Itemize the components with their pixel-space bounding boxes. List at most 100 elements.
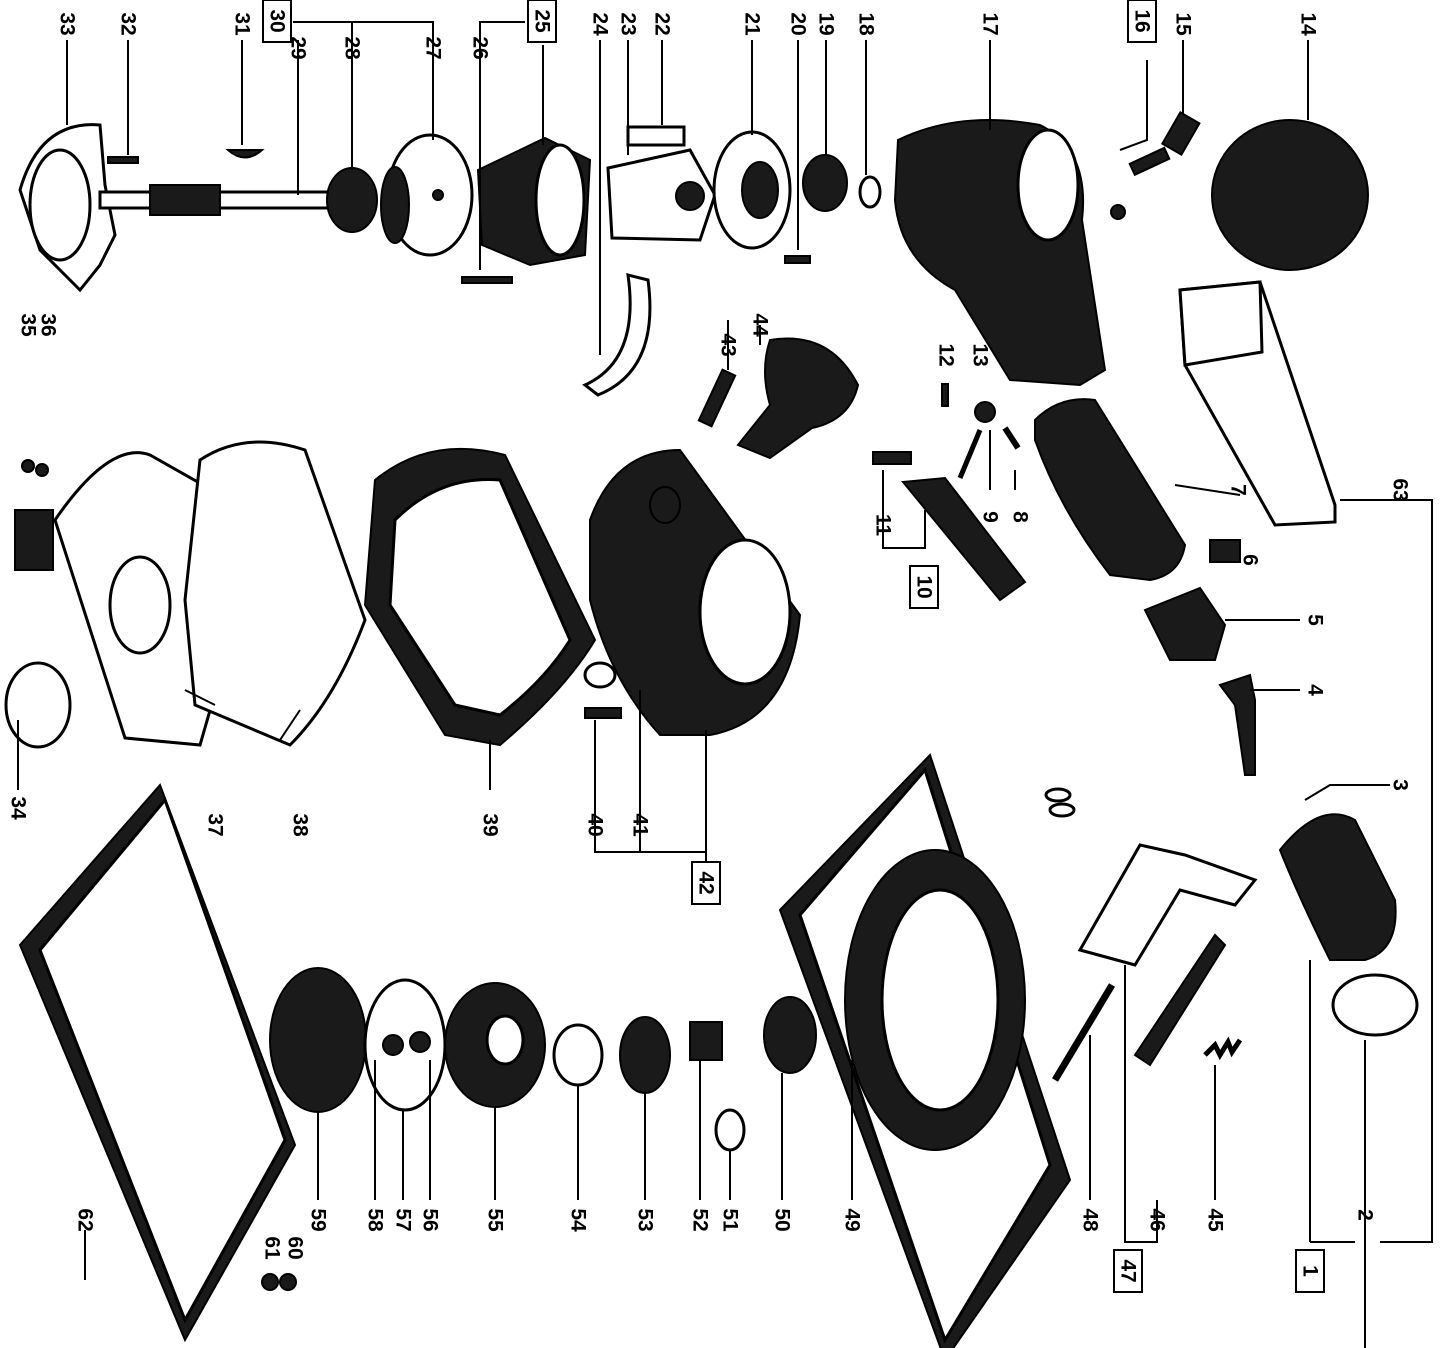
part-8-pin xyxy=(1002,426,1021,450)
part-52-sleeve xyxy=(689,1021,723,1061)
part-label-60: 60 xyxy=(284,1236,307,1259)
part-label-63: 63 xyxy=(1389,478,1412,501)
part-label-57: 57 xyxy=(392,1208,415,1231)
part-44-lever xyxy=(736,337,860,460)
part-33-end-plate xyxy=(18,123,117,293)
part-label-29: 29 xyxy=(287,36,310,59)
part-label-62: 62 xyxy=(74,1208,97,1231)
part-34-clamp xyxy=(4,661,72,749)
part-9-rod xyxy=(957,429,983,479)
part-label-30: 30 xyxy=(266,9,289,32)
part-35-screw xyxy=(21,459,35,473)
part-label-9: 9 xyxy=(979,511,1002,523)
part-5-valve xyxy=(1143,586,1227,661)
part-label-21: 21 xyxy=(741,12,764,36)
part-label-61: 61 xyxy=(261,1236,284,1260)
part-label-37: 37 xyxy=(204,813,227,836)
part-label-5: 5 xyxy=(1304,614,1327,626)
part-label-44: 44 xyxy=(749,313,772,337)
part-label-3: 3 xyxy=(1389,779,1412,791)
part-label-32: 32 xyxy=(117,12,140,35)
part-label-47: 47 xyxy=(1117,1259,1140,1282)
part-label-18: 18 xyxy=(855,12,878,36)
part-62-sanding-pad xyxy=(18,783,297,1343)
part-label-22: 22 xyxy=(651,12,674,35)
part-42-shroud xyxy=(589,448,802,736)
part-48-rod xyxy=(1051,983,1116,1082)
part-40-screw xyxy=(584,707,622,719)
part-19-bearing xyxy=(802,154,848,212)
part-label-17: 17 xyxy=(979,12,1002,35)
part-label-55: 55 xyxy=(484,1208,507,1232)
part-2-inlet xyxy=(1278,813,1419,1037)
part-20-pin xyxy=(784,255,811,264)
part-31-key xyxy=(225,149,265,159)
part-4-stem xyxy=(1218,673,1256,776)
part-57-washer xyxy=(363,978,447,1112)
part-label-46: 46 xyxy=(1146,1208,1169,1231)
part-label-34: 34 xyxy=(7,796,30,820)
part-24-vane xyxy=(582,273,652,397)
part-56-nut xyxy=(409,1031,431,1053)
part-51-ring xyxy=(714,1108,746,1152)
part-label-58: 58 xyxy=(364,1208,387,1232)
part-label-1: 1 xyxy=(1299,1265,1322,1277)
part-label-20: 20 xyxy=(787,12,810,35)
part-27-fan xyxy=(380,133,474,257)
part-41-ring xyxy=(583,661,617,689)
part-10-trigger xyxy=(901,476,1027,602)
part-label-50: 50 xyxy=(771,1208,794,1231)
part-label-2: 2 xyxy=(1354,1209,1377,1221)
part-label-52: 52 xyxy=(689,1208,712,1231)
part-label-40: 40 xyxy=(584,813,607,836)
part-label-39: 39 xyxy=(479,813,502,836)
part-22-key xyxy=(626,125,686,147)
part-23-rotor xyxy=(606,148,717,242)
part-6-screw xyxy=(1209,539,1241,563)
part-50-bearing xyxy=(763,996,817,1074)
part-54-retaining-ring xyxy=(552,1023,604,1087)
part-61-screw xyxy=(261,1273,279,1291)
part-label-31: 31 xyxy=(231,12,254,36)
part-32-pin xyxy=(107,156,139,164)
part-43-pin xyxy=(697,368,737,428)
part-label-14: 14 xyxy=(1297,12,1320,36)
part-label-7: 7 xyxy=(1227,484,1250,496)
part-36-screw xyxy=(35,463,49,477)
part-label-19: 19 xyxy=(815,12,838,35)
part-13-nut xyxy=(974,401,996,423)
part-label-26: 26 xyxy=(469,36,492,59)
part-11-pin xyxy=(872,451,912,465)
part-label-24: 24 xyxy=(589,12,612,36)
part-label-12: 12 xyxy=(935,343,958,366)
part-label-38: 38 xyxy=(289,813,312,837)
part-17-motor-housing xyxy=(893,119,1107,387)
part-label-54: 54 xyxy=(567,1208,590,1232)
part-label-56: 56 xyxy=(419,1208,442,1231)
part-label-15: 15 xyxy=(1172,12,1195,36)
part-58-nut xyxy=(382,1034,404,1056)
part-47-lever xyxy=(1077,843,1258,967)
label-boxes xyxy=(262,0,1325,1293)
part-label-36: 36 xyxy=(37,313,60,336)
part-21-end-plate xyxy=(712,130,792,250)
part-label-10: 10 xyxy=(913,575,936,598)
part-label-11: 11 xyxy=(872,514,895,537)
part-label-33: 33 xyxy=(56,12,79,35)
part-label-51: 51 xyxy=(719,1208,742,1232)
part-16-screw-set xyxy=(1110,111,1201,220)
part-label-28: 28 xyxy=(341,36,364,60)
part-label-42: 42 xyxy=(695,871,718,894)
part-label-35: 35 xyxy=(17,313,40,337)
part-label-53: 53 xyxy=(634,1208,657,1231)
part-59-screen xyxy=(269,967,367,1113)
part-label-27: 27 xyxy=(422,36,445,59)
part-25-housing xyxy=(476,136,592,267)
part-12-pin xyxy=(941,383,949,407)
part-18-ring xyxy=(858,175,882,209)
part-14-cap xyxy=(1211,119,1369,271)
part-label-16: 16 xyxy=(1131,9,1154,32)
